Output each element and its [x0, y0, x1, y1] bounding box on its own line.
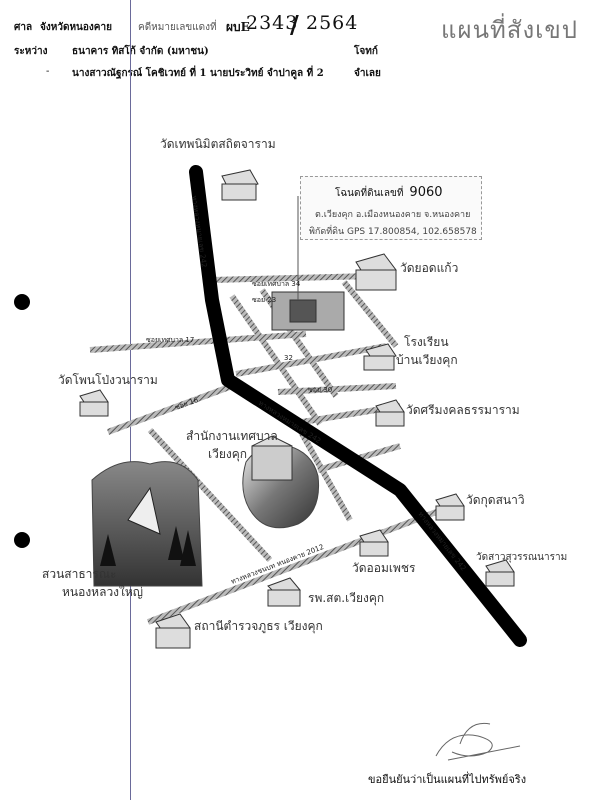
label-rural-road: ทางหลวงชนบท หนองคาย 2012	[230, 543, 325, 586]
building-office	[251, 435, 293, 481]
label-soi-16: ซอย 16	[174, 396, 200, 412]
deed-label: โฉนดที่ดินเลขที่	[335, 188, 404, 199]
buildings	[79, 169, 515, 649]
building-wat-phon	[79, 389, 109, 417]
margin-line	[130, 0, 131, 800]
road-soi-17	[89, 331, 307, 353]
label-office-1: สำนักงานเทศบาล	[186, 429, 278, 443]
road-south	[297, 428, 353, 522]
building-hospital	[267, 577, 301, 607]
label-wat-sao: วัดสาวสุวรรณนาราม	[476, 552, 567, 563]
case-label: คดีหมายเลขแดงที่	[138, 22, 217, 33]
deed-title: โฉนดที่ดินเลขที่ 9060	[335, 185, 443, 201]
road-rural	[146, 503, 454, 625]
minor-roads	[89, 273, 454, 625]
dash-mark: -	[46, 66, 50, 77]
building-wat-yot	[355, 253, 397, 291]
label-office-2: เวียงคุก	[208, 447, 247, 462]
label-soi-34: ซอยเทศบาล 34	[252, 280, 301, 288]
plaintiff-name: ธนาคาร ทิสโก้ จำกัด (มหาชน)	[72, 46, 209, 57]
building-wat-kut	[435, 493, 465, 521]
land-deed-infobox: โฉนดที่ดินเลขที่ 9060 ต.เวียงคุก อ.เมืองห…	[300, 176, 482, 240]
page-title: แผนที่สังเขป	[441, 16, 578, 44]
building-wat-sao	[485, 559, 515, 587]
court-name: จังหวัดหนองคาย	[40, 22, 112, 33]
case-number: 2343	[246, 12, 299, 34]
road-soi-16	[106, 383, 234, 435]
building-wat-om	[359, 529, 389, 557]
building-wat-thep	[221, 169, 259, 201]
label-soi-30: ซอย 30	[308, 386, 332, 394]
plaintiff-role: โจทก์	[354, 46, 378, 57]
label-wat-phon: วัดโพนโป่งวนาราม	[58, 373, 158, 387]
label-wat-om: วัดออมเพชร	[352, 561, 416, 575]
label-school-2: บ้านเวียงคุก	[396, 353, 458, 368]
road-soi-23	[229, 294, 323, 426]
building-school	[363, 343, 397, 371]
label-wat-thep: วัดเทพนิมิตสถิตจาราม	[160, 137, 276, 151]
park-area	[91, 461, 203, 587]
deed-gps: พิกัดที่ดิน GPS 17.800854, 102.658578	[309, 227, 477, 237]
label-police: สถานีตำรวจภูธร เวียงคุก	[194, 619, 323, 634]
case-prefix: ผบE	[226, 20, 250, 34]
label-soi-17: ซอยเทศบาล 17	[146, 336, 194, 344]
road-diag-2	[341, 280, 399, 348]
defendant-role: จำเลย	[354, 68, 381, 79]
label-soi-23: ซอย 23	[252, 296, 276, 304]
deed-address: ต.เวียงคุก อ.เมืองหนองคาย จ.หนองคาย	[315, 210, 471, 220]
label-wat-yot: วัดยอดแก้ว	[400, 261, 458, 275]
signature	[435, 722, 521, 761]
label-wat-kut: วัดกุดสนาวิ	[466, 493, 525, 508]
punch-hole-top	[14, 294, 30, 310]
label-hospital: รพ.สต.เวียงคุก	[308, 591, 384, 606]
building-target-land	[271, 291, 345, 331]
defendant-name: นางสาวณัฐกรณ์ โคชิเวทย์ ที่ 1 นายประวิทย…	[72, 68, 324, 79]
building-wat-si	[375, 399, 405, 427]
label-soi-32: 32	[284, 354, 293, 362]
label-park-1: สวนสาธารณะ	[42, 567, 116, 581]
court-label: ศาล	[14, 22, 33, 33]
highway-242	[189, 165, 527, 647]
road-diag-3	[147, 427, 273, 563]
road-soi-34	[211, 273, 373, 283]
case-year: 2564	[306, 12, 359, 34]
label-park-2: หนองหลวงใหญ่	[62, 585, 143, 599]
label-school-1: โรงเรียน	[404, 335, 449, 349]
place-labels: วัดเทพนิมิตสถิตจาราม วัดยอดแก้ว โรงเรียน…	[42, 137, 567, 634]
building-police	[155, 613, 191, 649]
case-slash: /	[290, 10, 300, 39]
punch-hole-bottom	[14, 532, 30, 548]
certify-text: ขอยืนยันว่าเป็นแผนที่ไปทรัพย์จริง	[368, 773, 527, 786]
between-label: ระหว่าง	[14, 46, 48, 57]
deed-number: 9060	[409, 185, 443, 200]
label-wat-si: วัดศรีมงคลธรรมาราม	[406, 403, 520, 417]
